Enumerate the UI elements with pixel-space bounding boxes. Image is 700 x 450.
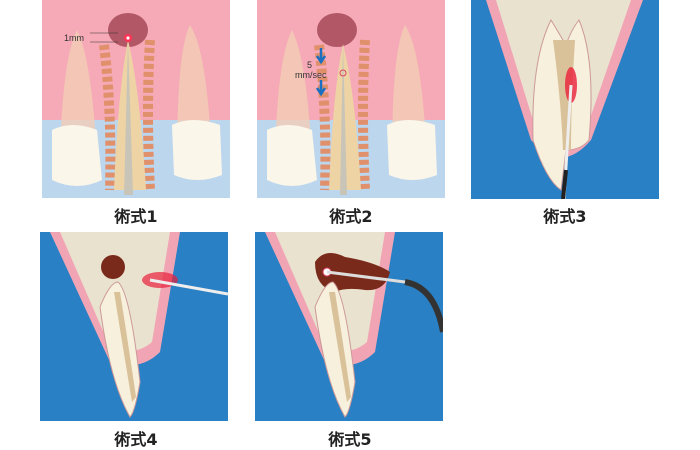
depth-annotation: 1mm bbox=[64, 33, 84, 43]
step-3-illustration bbox=[471, 0, 659, 199]
speed-value: 5 bbox=[307, 60, 312, 70]
step-5-caption: 術式5 bbox=[328, 430, 372, 449]
step-4-illustration bbox=[40, 232, 228, 421]
step-4-caption: 術式4 bbox=[114, 430, 158, 449]
step-2-illustration: 5 mm/sec bbox=[257, 0, 445, 198]
step-2-caption: 術式2 bbox=[329, 207, 373, 226]
speed-unit: mm/sec bbox=[295, 70, 327, 80]
step-5-illustration bbox=[255, 232, 443, 421]
step-1-illustration: 1mm bbox=[42, 0, 230, 198]
step-3-caption: 術式3 bbox=[543, 207, 587, 226]
step-1-caption: 術式1 bbox=[114, 207, 158, 226]
